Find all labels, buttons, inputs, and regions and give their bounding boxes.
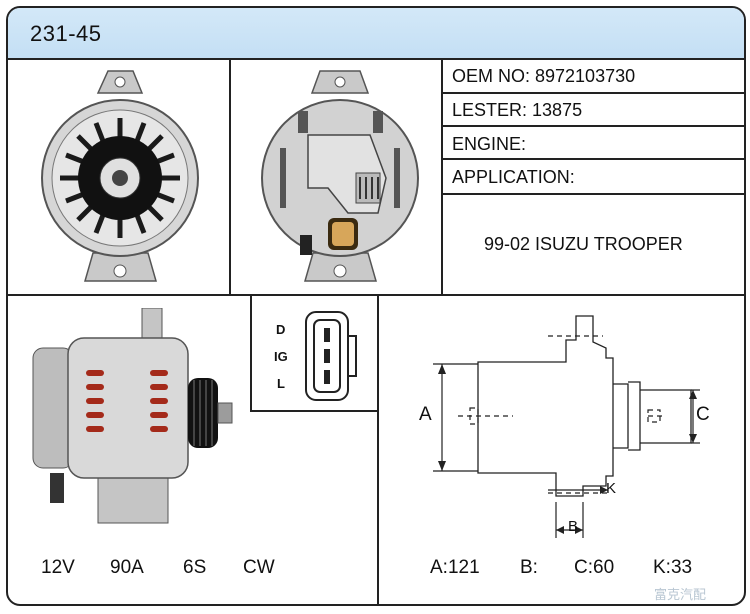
divider — [441, 58, 443, 295]
pin-label-ig: IG — [274, 349, 288, 364]
engine-label: ENGINE: — [452, 134, 527, 154]
dimension-label-a: A — [419, 404, 432, 425]
part-number: 231-45 — [30, 21, 102, 46]
divider — [229, 58, 231, 295]
application-value: 99-02 ISUZU TROOPER — [484, 234, 683, 254]
dimension-label-c: C — [696, 404, 710, 425]
alternator-front-image — [41, 70, 199, 282]
alternator-rear-image — [261, 70, 419, 282]
spec-dim-c: C:60 — [574, 557, 615, 578]
connector-box — [250, 294, 377, 412]
dimension-label-b: B — [568, 518, 579, 535]
divider — [377, 294, 379, 604]
spec-rotation: CW — [243, 557, 275, 578]
divider — [441, 193, 744, 195]
spec-amperage: 90A — [110, 557, 144, 578]
divider — [441, 92, 744, 94]
dimension-label-k: K — [606, 480, 617, 497]
lester-number: LESTER: 13875 — [452, 100, 583, 120]
application-label: APPLICATION: — [452, 167, 575, 187]
watermark: 富克汽配 — [654, 588, 707, 603]
divider — [441, 158, 744, 160]
alternator-side-image — [32, 308, 233, 524]
spec-dim-k: K:33 — [653, 557, 693, 578]
oem-number: OEM NO: 8972103730 — [452, 66, 636, 86]
divider — [441, 125, 744, 127]
spec-groove: 6S — [183, 557, 207, 578]
dimension-drawing — [433, 315, 700, 538]
pin-label-l: L — [277, 376, 285, 391]
pin-label-d: D — [276, 322, 286, 337]
divider — [8, 294, 744, 296]
spec-voltage: 12V — [41, 557, 75, 578]
product-card: 231-45 OEM NO: 8972103730 LESTER: 13875 … — [6, 6, 746, 606]
header-bar: 231-45 — [8, 8, 744, 60]
connector-diagram — [305, 311, 357, 401]
spec-dim-b: B: — [520, 557, 538, 578]
spec-dim-a: A:121 — [430, 557, 480, 578]
